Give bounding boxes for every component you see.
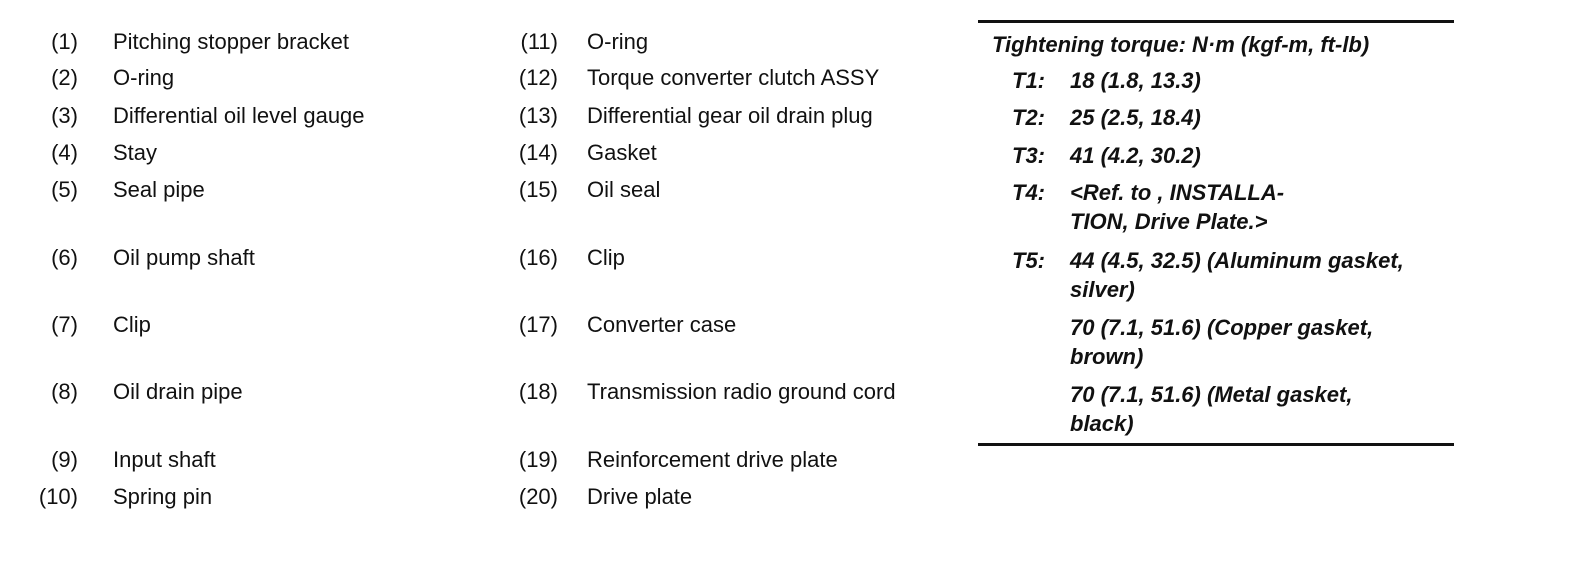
item-number: (11) <box>520 29 559 54</box>
item-name: Gasket <box>587 140 657 165</box>
torque-value-t5-aluminum-cont: silver) <box>1070 277 1135 302</box>
item-number: (13) <box>518 103 558 128</box>
item-name: Drive plate <box>587 484 693 509</box>
torque-value-t5-aluminum: 44 (4.5, 32.5) (Aluminum gasket, <box>1070 248 1404 273</box>
item-number: (5) <box>51 177 78 202</box>
torque-ref-t4-line1: <Ref. to , INSTALLA- <box>1070 180 1285 205</box>
torque-value-t2: 25 (2.5, 18.4) <box>1070 105 1201 130</box>
item-name: Oil pump shaft <box>113 245 255 270</box>
item-number: (7) <box>51 312 78 337</box>
torque-label-t3: T3: <box>1012 143 1045 168</box>
torque-header: Tightening torque: N·m (kgf-m, ft-lb) <box>992 32 1370 57</box>
item-name: Clip <box>113 312 151 337</box>
item-name: Clip <box>587 245 625 270</box>
item-number: (3) <box>51 103 78 128</box>
item-name: Differential oil level gauge <box>113 103 365 128</box>
torque-value-t1: 18 (1.8, 13.3) <box>1070 68 1201 93</box>
item-number: (15) <box>518 177 558 202</box>
item-name: Spring pin <box>113 484 213 509</box>
torque-label-t4: T4: <box>1012 180 1045 205</box>
item-number: (14) <box>518 140 558 165</box>
torque-value-t5-metal-cont: black) <box>1070 411 1134 436</box>
item-name: Input shaft <box>113 447 216 472</box>
item-name: O-ring <box>587 29 649 54</box>
item-name: Differential gear oil drain plug <box>587 103 873 128</box>
item-name: Torque converter clutch ASSY <box>587 65 880 90</box>
item-name: Oil seal <box>587 177 661 202</box>
item-number: (16) <box>518 245 558 270</box>
item-name: Converter case <box>587 312 737 337</box>
item-name: Oil drain pipe <box>113 379 243 404</box>
item-name: Stay <box>113 140 158 165</box>
item-number: (9) <box>51 447 78 472</box>
item-number: (17) <box>518 312 558 337</box>
torque-table: Tightening torque: N·m (kgf-m, ft-lb) T1… <box>978 20 1454 446</box>
item-number: (6) <box>51 245 78 270</box>
torque-label-t5: T5: <box>1012 248 1045 273</box>
item-number: (19) <box>518 447 558 472</box>
item-number: (12) <box>518 65 558 90</box>
item-name: Reinforcement drive plate <box>587 447 838 472</box>
item-number: (20) <box>518 484 558 509</box>
item-name: Pitching stopper bracket <box>113 29 350 54</box>
item-number: (8) <box>51 379 78 404</box>
item-name: Seal pipe <box>113 177 205 202</box>
item-number: (2) <box>51 65 78 90</box>
torque-value-t5-copper: 70 (7.1, 51.6) (Copper gasket, <box>1070 315 1374 340</box>
item-number: (10) <box>38 484 78 509</box>
torque-label-t1: T1: <box>1012 68 1045 93</box>
torque-label-t2: T2: <box>1012 105 1045 130</box>
item-number: (18) <box>518 379 558 404</box>
item-number: (1) <box>51 29 78 54</box>
item-name: O-ring <box>113 65 175 90</box>
item-number: (4) <box>51 140 78 165</box>
torque-ref-t4-line2: TION, Drive Plate.> <box>1070 209 1268 234</box>
torque-value-t3: 41 (4.2, 30.2) <box>1070 143 1201 168</box>
torque-value-t5-copper-cont: brown) <box>1070 344 1144 369</box>
torque-value-t5-metal: 70 (7.1, 51.6) (Metal gasket, <box>1070 382 1353 407</box>
item-name: Transmission radio ground cord <box>587 379 896 404</box>
